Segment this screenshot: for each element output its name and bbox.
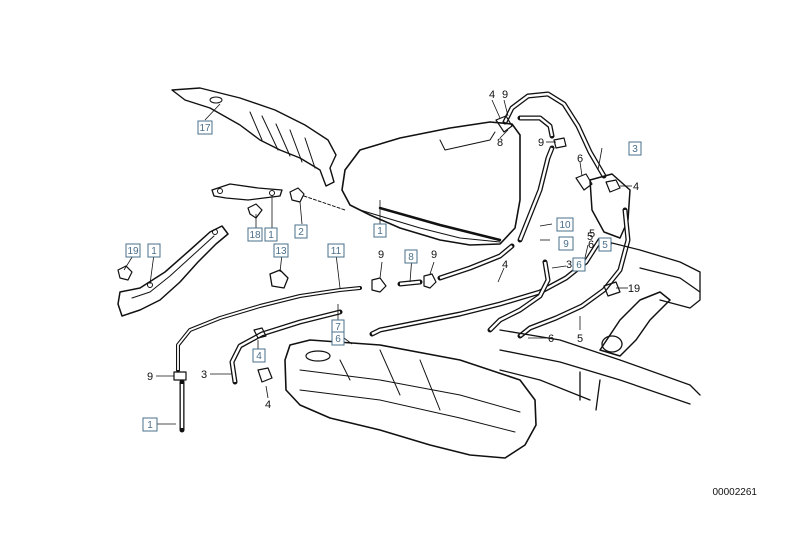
boxed-callouts: 17 18 1 2 1 19 1 13 11 8 9 7 6 10 6 3 5 <box>125 120 642 432</box>
carbon-canister <box>341 121 521 246</box>
callout-box-label: 1 <box>268 230 274 241</box>
middle-hoses <box>371 145 555 293</box>
callout-label: 6 <box>588 239 594 251</box>
heat-shield <box>171 87 337 187</box>
callout-box-label: 5 <box>602 240 608 251</box>
callout-box-label: 8 <box>408 252 414 263</box>
top-vent-hose <box>495 91 607 179</box>
callout-box-label: 4 <box>256 351 262 362</box>
callout-label: 9 <box>147 371 153 383</box>
callout-box-label: 3 <box>632 144 638 155</box>
callout-label: 3 <box>566 259 572 271</box>
callout-box-label: 18 <box>249 230 261 241</box>
callout-box-label: 1 <box>151 246 157 257</box>
callout-box-label: 9 <box>563 239 569 250</box>
callout-label: 9 <box>431 249 437 261</box>
callout-label: 6 <box>577 153 583 165</box>
vent-hose-lower <box>229 309 343 385</box>
callout-box-label: 6 <box>335 334 341 345</box>
hose-clamp <box>269 269 289 289</box>
chassis-rails <box>499 239 701 411</box>
mounting-strap <box>117 225 229 317</box>
callout-label: 4 <box>633 181 639 193</box>
callout-box-label: 11 <box>331 246 342 257</box>
clip-parts <box>247 187 346 219</box>
callout-box-label: 19 <box>127 246 139 257</box>
filler-neck-assembly <box>369 173 671 357</box>
fuel-tank <box>284 339 537 459</box>
callout-box-label: 17 <box>199 123 211 134</box>
callout-box-label: 2 <box>298 227 304 238</box>
callout-box-label: 1 <box>377 226 383 237</box>
plain-callouts: 4 9 8 9 6 4 5 6 9 9 4 3 5 19 6 5 9 3 4 <box>147 89 640 411</box>
callout-box-label: 13 <box>275 246 287 257</box>
callout-label: 9 <box>378 249 384 261</box>
callout-box-label: 1 <box>147 420 153 431</box>
callout-label: 9 <box>538 137 544 149</box>
callout-box-label: 6 <box>576 260 582 271</box>
callout-label: 3 <box>201 369 207 381</box>
callout-label: 4 <box>502 259 508 271</box>
reference-number: 00002261 <box>712 487 758 498</box>
callout-box-label: 7 <box>335 322 341 333</box>
vent-hose-left <box>173 286 362 433</box>
callout-label: 5 <box>589 228 595 240</box>
callout-label: 4 <box>265 399 271 411</box>
callout-label: 9 <box>502 89 508 101</box>
bracket <box>211 183 283 201</box>
callout-label: 5 <box>577 333 583 345</box>
callout-label: 4 <box>489 89 495 101</box>
callout-label: 19 <box>628 283 640 295</box>
callout-label: 6 <box>548 333 554 345</box>
callout-label: 5 <box>587 231 593 243</box>
callout-label: 8 <box>497 137 503 149</box>
callout-box-label: 10 <box>559 220 571 231</box>
